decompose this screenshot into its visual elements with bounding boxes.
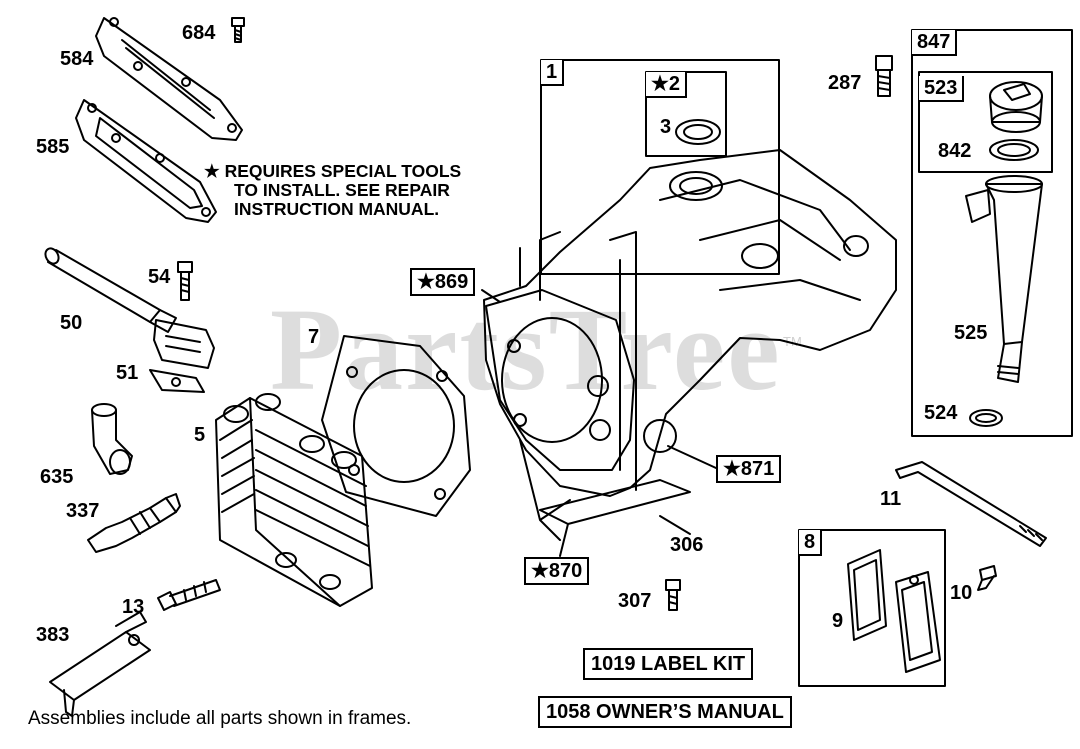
watermark: PartsTree (270, 284, 782, 415)
note-line-3: INSTRUCTION MANUAL. (234, 199, 440, 219)
frame-8-label: 8 (799, 530, 823, 556)
part-51-label: 51 (116, 362, 139, 384)
part-54-label: 54 (148, 266, 171, 288)
spark-plug-337 (87, 493, 181, 553)
gasket-585 (75, 99, 217, 223)
part-842-label: 842 (938, 140, 972, 162)
bolt-13 (157, 579, 221, 611)
dipstick-tube-525 (965, 175, 1043, 383)
frame-847-label: 847 (912, 30, 958, 56)
owners-manual-box: 1058 OWNER’S MANUAL (538, 696, 792, 728)
part-9-label: 9 (832, 610, 844, 632)
part-5-label: 5 (194, 424, 206, 446)
part-525-label: 525 (954, 322, 988, 344)
frame-1-label: 1 (541, 60, 565, 86)
plug-287 (875, 55, 893, 97)
o-ring-524 (969, 409, 1003, 427)
frame-847 (911, 29, 1073, 437)
cylinder-head-5 (215, 393, 373, 607)
bolt-307 (665, 579, 681, 611)
o-ring-842 (989, 139, 1039, 161)
frame-523-label: 523 (919, 76, 965, 102)
part-11-label: 11 (880, 488, 902, 510)
part-13-label: 13 (122, 596, 145, 618)
part-337-label: 337 (66, 500, 100, 522)
special-tools-note: ★ REQUIRES SPECIAL TOOLS TO INSTALL. SEE… (204, 162, 461, 219)
part-7-label: 7 (308, 326, 320, 348)
breather-tube-50 (44, 247, 177, 333)
leader-871 (667, 445, 717, 469)
part-584-label: 584 (60, 48, 94, 70)
gasket-9 (847, 549, 887, 641)
head-gasket-7 (321, 335, 471, 517)
part-50-label: 50 (60, 312, 83, 334)
leader-870 (559, 523, 569, 557)
bolt-54 (177, 261, 193, 301)
part-684-label: 684 (182, 22, 216, 44)
note-line-2: TO INSTALL. SEE REPAIR (234, 180, 450, 200)
breather-cover-8 (895, 571, 941, 673)
part-306-label: 306 (670, 534, 704, 556)
leader-306 (659, 515, 691, 535)
gasket-306 (539, 479, 691, 525)
frame-523 (918, 71, 1053, 173)
seal-3 (675, 119, 721, 145)
cylinder-block-1 (483, 149, 897, 541)
frame-8 (798, 529, 946, 687)
note-line-1: REQUIRES SPECIAL TOOLS (224, 161, 462, 181)
part-10-label: 10 (950, 582, 973, 604)
part-869-label: ★869 (410, 268, 476, 296)
part-870-label: ★870 (524, 557, 590, 585)
tool-383 (49, 611, 151, 717)
screw-684 (231, 17, 245, 43)
note-star-icon: ★ (204, 161, 220, 181)
frame-2-label: ★2 (646, 72, 688, 98)
breather-cover-51 (149, 319, 215, 393)
frame-1 (540, 59, 780, 275)
part-3-label: 3 (660, 116, 672, 138)
dipstick-cap-523 (989, 81, 1043, 133)
footer-note: Assemblies include all parts shown in fr… (28, 708, 412, 729)
part-307-label: 307 (618, 590, 652, 612)
part-524-label: 524 (924, 402, 958, 424)
part-585-label: 585 (36, 136, 70, 158)
screw-10 (977, 565, 997, 591)
part-871-label: ★871 (716, 455, 782, 483)
fitting-635 (91, 403, 133, 475)
part-383-label: 383 (36, 624, 70, 646)
label-kit-box: 1019 LABEL KIT (583, 648, 754, 680)
rod-11 (895, 461, 1047, 547)
gasket-584 (95, 17, 243, 141)
part-287-label: 287 (828, 72, 862, 94)
leader-869 (481, 289, 501, 303)
part-635-label: 635 (40, 466, 74, 488)
